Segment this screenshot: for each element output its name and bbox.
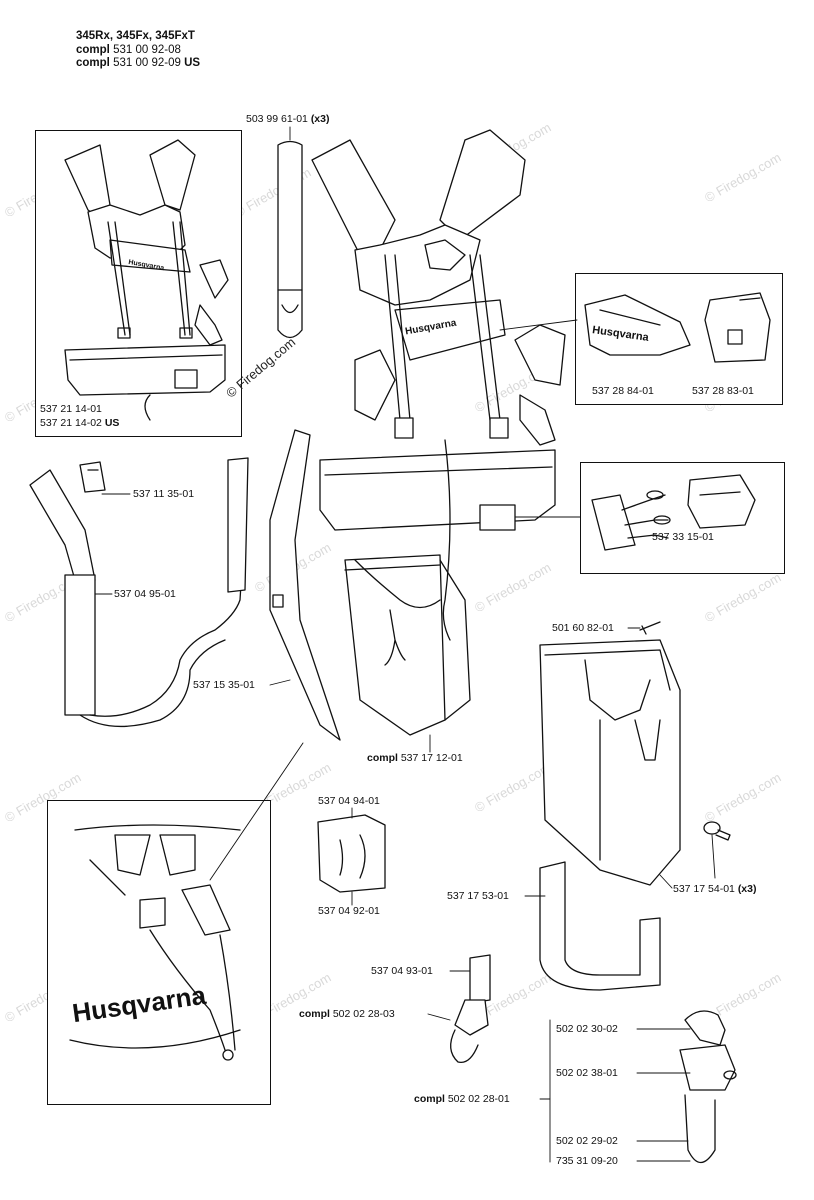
part-label: compl 537 17 12-01 [367, 752, 463, 764]
part-label: 537 04 92-01 [318, 905, 380, 917]
part-label: 537 21 14-02 US [40, 417, 119, 429]
part-number: 502 02 28-01 [447, 1093, 510, 1105]
part-label: 735 31 09-20 [556, 1155, 618, 1167]
part-number: 502 02 28-03 [332, 1008, 395, 1020]
part-label: 503 99 61-01 (x3) [246, 113, 330, 125]
compl-label: compl [414, 1093, 445, 1105]
rivet-drawing [639, 621, 661, 635]
header-compl-line-2: compl 531 00 92-09 US [76, 57, 200, 70]
part-number: 537 17 12-01 [400, 752, 463, 764]
holster-drawing [539, 639, 681, 886]
side-strap-drawing [29, 457, 249, 728]
header-compl-line-1: compl 531 00 92-08 [76, 44, 181, 57]
part-label: compl 502 02 28-03 [299, 1008, 395, 1020]
part-label: 537 28 84-01 [592, 385, 654, 397]
part-label: 537 04 93-01 [371, 965, 433, 977]
part-number: 537 17 54-01 [673, 883, 735, 895]
part-number: 531 00 92-09 [113, 57, 181, 69]
screw-drawing [703, 821, 731, 841]
compl-label: compl [367, 752, 398, 764]
part-number: 503 99 61-01 [246, 113, 308, 125]
part-label: 537 15 35-01 [193, 679, 255, 691]
shoulder-pad-drawing [584, 292, 771, 363]
part-label: 537 28 83-01 [692, 385, 754, 397]
buckle-detail-box [580, 462, 785, 574]
part-label: 537 33 15-01 [652, 531, 714, 543]
clip-drawing [317, 814, 386, 893]
part-label: 537 11 35-01 [133, 488, 195, 500]
part-label: 537 21 14-01 [40, 403, 102, 415]
model-list: 345Rx, 345Fx, 345FxT [76, 30, 195, 42]
compl-label: compl [299, 1008, 330, 1020]
main-harness-drawing [311, 129, 566, 736]
strap-drawing [277, 140, 303, 339]
part-label: 502 02 38-01 [556, 1067, 618, 1079]
part-label: 537 17 53-01 [447, 890, 509, 902]
us-suffix: US [184, 57, 201, 69]
buckle-drawing [591, 474, 756, 551]
part-label: 502 02 29-02 [556, 1135, 618, 1147]
leader-lines [94, 126, 716, 1163]
compl-label: compl [76, 44, 110, 56]
closeup-drawing [69, 824, 241, 1061]
long-strap-drawing [269, 429, 341, 741]
harness-overview-drawing [64, 139, 229, 421]
part-number: 537 21 14-02 [40, 417, 102, 429]
hook-assembly-drawing [679, 1010, 737, 1164]
quantity: (x3) [310, 113, 330, 125]
part-label: compl 502 02 28-01 [414, 1093, 510, 1105]
quantity: (x3) [737, 883, 757, 895]
u-holder-drawing [539, 861, 661, 991]
part-label: 537 17 54-01 (x3) [673, 883, 757, 895]
harness-closeup-box [47, 800, 271, 1105]
compl-label: compl [76, 57, 110, 69]
part-number: 531 00 92-08 [113, 44, 181, 56]
part-label: 502 02 30-02 [556, 1023, 618, 1035]
part-label: 537 04 94-01 [318, 795, 380, 807]
part-label: 537 04 95-01 [114, 588, 176, 600]
us-suffix: US [104, 417, 120, 429]
part-label: 501 60 82-01 [552, 622, 614, 634]
small-hook-drawing [450, 954, 491, 1064]
